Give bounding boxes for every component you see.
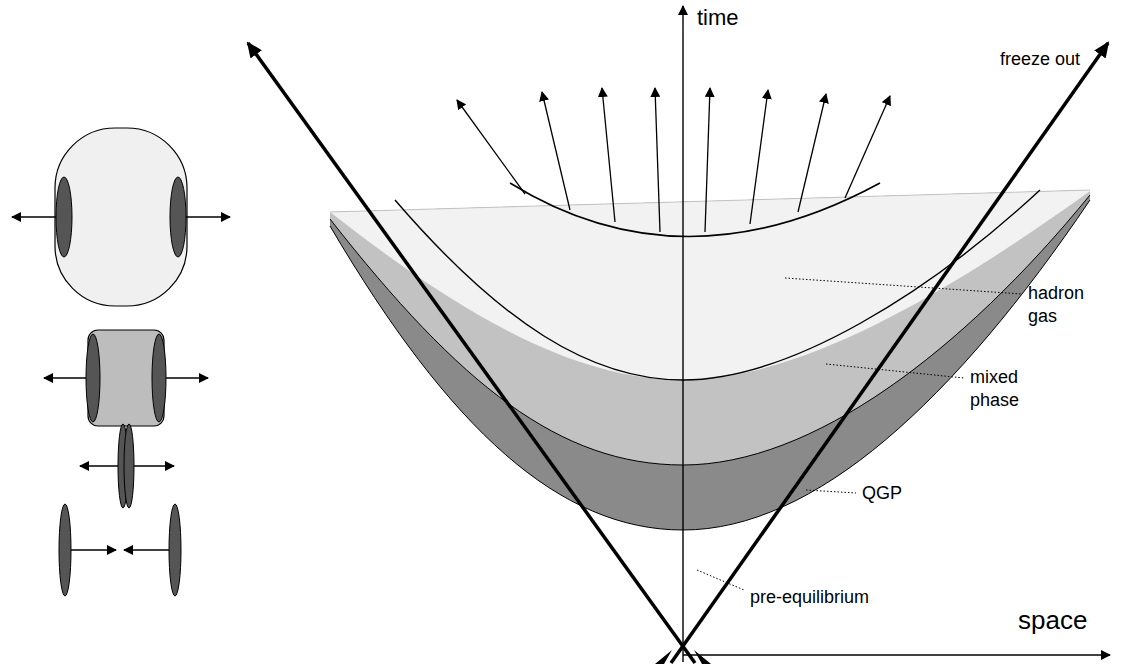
phase-label: hadron gas: [1028, 282, 1100, 327]
phase-label: QGP: [862, 482, 902, 505]
stage-label: freeze out: [1000, 48, 1080, 71]
collision-stages: [12, 128, 230, 596]
axis-label: time: [697, 4, 739, 32]
leader-lines: [697, 278, 1022, 590]
phase-regions: [330, 183, 1090, 530]
light-cone: [248, 43, 1108, 664]
axes: [683, 6, 1110, 662]
phase-label: mixed phase: [970, 366, 1036, 411]
freeze-out-arrows: [457, 88, 890, 232]
stage-label: pre-equilibrium: [750, 586, 869, 609]
axis-label: space: [1018, 604, 1087, 637]
